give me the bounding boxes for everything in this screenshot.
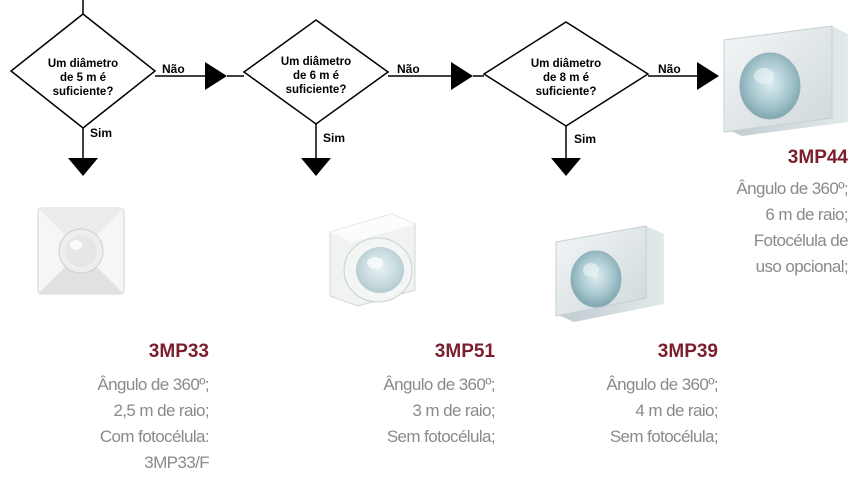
- product-image-3mp39: [555, 225, 664, 322]
- decision-2-no-label: Não: [397, 62, 420, 76]
- decision-1-no-label: Não: [162, 62, 185, 76]
- decision-3-yes-label: Sim: [574, 132, 596, 146]
- decision-3: Um diâmetro de 8 m é suficiente? Não Sim: [473, 21, 719, 176]
- decision-3-no-arrow: [697, 62, 719, 90]
- spec-line: Ângulo de 360º;: [383, 375, 495, 394]
- decision-3-yes-arrow: [551, 158, 581, 176]
- decision-1-no-arrow: [205, 62, 227, 90]
- spec-line: Ângulo de 360º;: [736, 179, 848, 198]
- spec-line: Fotocélula de: [753, 231, 849, 250]
- product-code-3mp44: 3MP44: [787, 147, 848, 168]
- decision-2-no-arrow: [451, 62, 473, 90]
- spec-line: uso opcional;: [755, 257, 849, 276]
- decision-1-yes-arrow: [68, 158, 98, 176]
- decision-1-line-1: Um diâmetro: [48, 58, 118, 70]
- product-code-3mp51: 3MP51: [434, 341, 495, 362]
- decision-2-line-2: de 6 m é: [293, 70, 339, 82]
- decision-2-line-1: Um diâmetro: [281, 56, 351, 68]
- spec-line: Ângulo de 360º;: [97, 375, 209, 394]
- spec-line: Sem fotocélula;: [386, 427, 496, 446]
- decision-3-line-1: Um diâmetro: [531, 58, 601, 70]
- product-code-3mp39: 3MP39: [657, 341, 718, 362]
- decision-1-line-2: de 5 m é: [60, 72, 106, 84]
- product-image-3mp33: [37, 207, 125, 295]
- decision-2: Um diâmetro de 6 m é suficiente? Não Sim: [227, 19, 473, 176]
- decision-3-line-2: de 8 m é: [543, 72, 589, 84]
- spec-line: Com fotocélula:: [99, 427, 210, 446]
- spec-line: 3 m de raio;: [412, 401, 495, 420]
- spec-line: Sem fotocélula;: [609, 427, 719, 446]
- product-specs-3mp39: Ângulo de 360º; 4 m de raio; Sem fotocél…: [606, 372, 718, 450]
- decision-1: Um diâmetro de 5 m é suficiente? Não Sim: [9, 13, 227, 176]
- decision-2-yes-label: Sim: [323, 131, 345, 145]
- product-image-3mp51: [329, 213, 416, 307]
- product-specs-3mp51: Ângulo de 360º; 3 m de raio; Sem fotocél…: [383, 372, 495, 450]
- product-image-3mp44: [723, 25, 848, 136]
- decision-2-line-3: suficiente?: [286, 84, 347, 96]
- decision-2-yes-arrow: [301, 158, 331, 176]
- decision-3-no-label: Não: [658, 62, 681, 76]
- decision-3-line-3: suficiente?: [536, 86, 597, 98]
- product-specs-3mp33: Ângulo de 360º; 2,5 m de raio; Com fotoc…: [97, 372, 209, 476]
- spec-line: 3MP33/F: [144, 453, 209, 472]
- product-code-3mp33: 3MP33: [148, 341, 209, 362]
- spec-line: 6 m de raio;: [765, 205, 848, 224]
- product-specs-3mp44: Ângulo de 360º; 6 m de raio; Fotocélula …: [736, 176, 848, 280]
- spec-line: Ângulo de 360º;: [606, 375, 718, 394]
- decision-1-yes-label: Sim: [90, 126, 112, 140]
- spec-line: 2,5 m de raio;: [113, 401, 209, 420]
- spec-line: 4 m de raio;: [635, 401, 718, 420]
- decision-1-line-3: suficiente?: [53, 86, 114, 98]
- decision-1-diamond: [9, 13, 157, 129]
